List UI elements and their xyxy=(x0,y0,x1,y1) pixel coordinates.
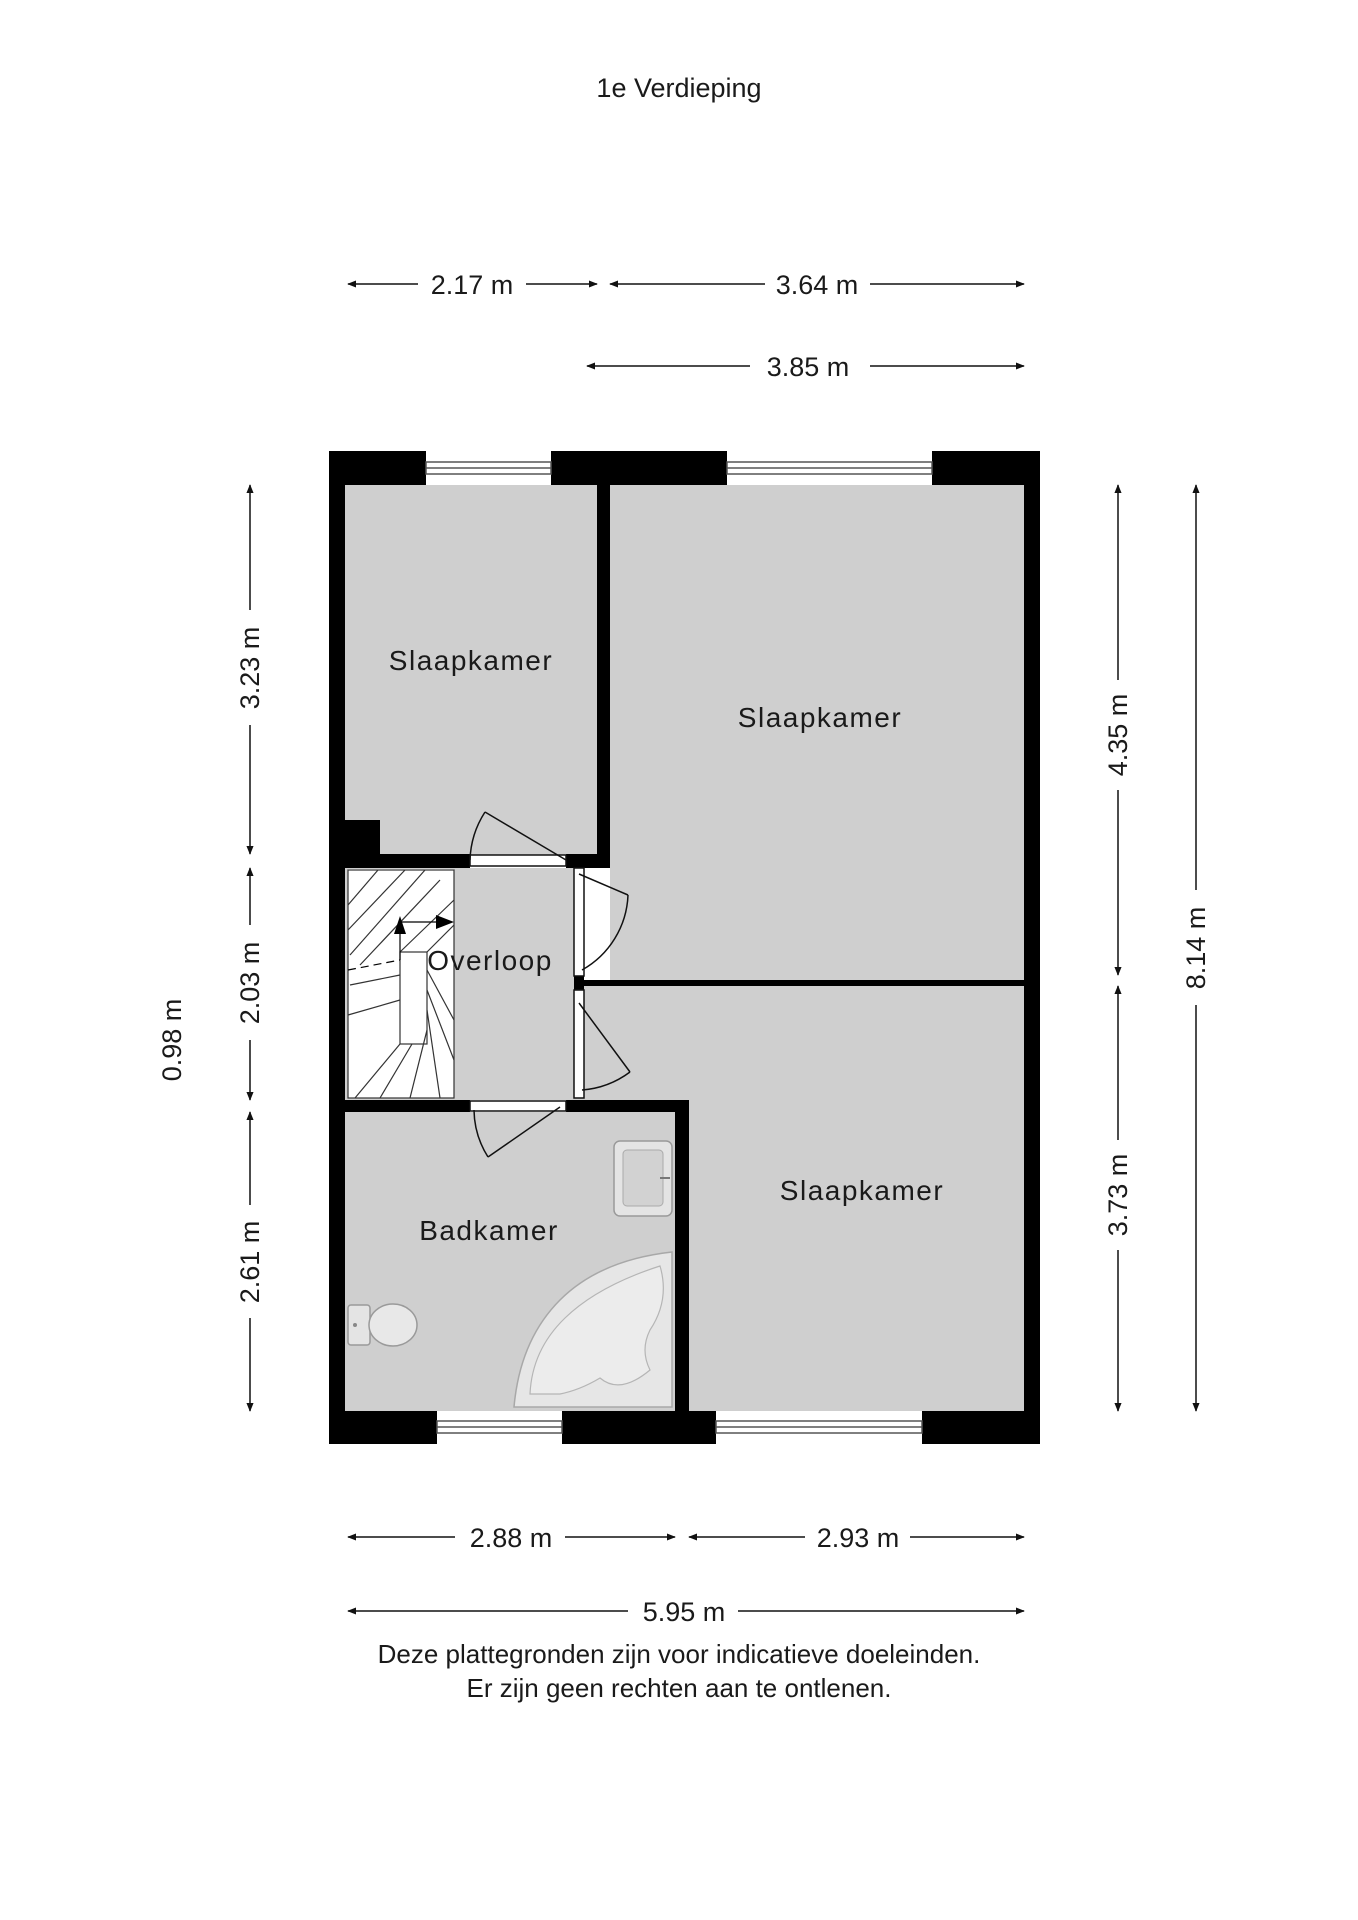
wall-bath-top-right xyxy=(566,1100,689,1112)
toilet-icon xyxy=(347,1303,418,1347)
dim-left-step: 0.98 m xyxy=(157,999,187,1082)
window-bottom-left xyxy=(436,1420,563,1434)
window-bottom-right xyxy=(715,1420,923,1434)
disclaimer-line-2: Er zijn geen rechten aan te ontlenen. xyxy=(466,1673,892,1703)
room-label-slaapkamer-top-left: Slaapkamer xyxy=(389,645,553,676)
wall-bottom-3 xyxy=(922,1411,1040,1444)
wall-bottom-1 xyxy=(329,1411,437,1444)
disclaimer: Deze plattegronden zijn voor indicatieve… xyxy=(0,1637,1358,1705)
dim-bottom-total-width: 5.95 m xyxy=(643,1597,726,1627)
floor-slaapkamer-top-right xyxy=(610,485,1024,980)
wall-top-1 xyxy=(329,451,426,485)
dim-left-middle-height: 2.03 m xyxy=(235,942,265,1025)
room-label-badkamer: Badkamer xyxy=(419,1215,559,1246)
stairs-arrowhead-top xyxy=(394,916,406,934)
stairs xyxy=(347,869,455,1099)
stairs-walk-line xyxy=(347,959,401,971)
door-slaapkamer-top-right xyxy=(573,867,629,977)
wall-corner-block xyxy=(345,820,380,857)
dim-bottom-right-width: 2.93 m xyxy=(817,1523,900,1553)
corner-bathtub-icon xyxy=(513,1251,673,1408)
window-top-right xyxy=(726,461,933,475)
dimension-labels: 2.17 m 3.64 m 3.85 m 2.88 m 2.93 m 5.95 … xyxy=(157,270,1211,1627)
windows xyxy=(425,461,933,1434)
dim-top-overall-right: 3.85 m xyxy=(767,352,850,382)
dim-top-right-width: 3.64 m xyxy=(776,270,859,300)
sink-icon xyxy=(613,1140,673,1217)
dim-top-left-width: 2.17 m xyxy=(431,270,514,300)
wall-divider-top-vertical xyxy=(597,485,610,868)
stairs-area xyxy=(348,869,454,1098)
doors xyxy=(469,811,631,1158)
floor-slaapkamer-top-left xyxy=(345,485,597,857)
walls xyxy=(329,451,1040,1444)
dim-left-upper-height: 3.23 m xyxy=(235,627,265,710)
wall-top-3 xyxy=(932,451,1040,485)
wall-left xyxy=(329,451,345,1444)
door-badkamer xyxy=(469,1100,567,1158)
wall-bottom-2 xyxy=(562,1411,716,1444)
door-slaapkamer-bottom-right xyxy=(573,989,631,1099)
wall-bath-right xyxy=(675,1100,689,1411)
disclaimer-line-1: Deze plattegronden zijn voor indicatieve… xyxy=(377,1639,981,1669)
dim-right-total-height: 8.14 m xyxy=(1181,907,1211,990)
wall-bedroom-bottom-right xyxy=(566,854,610,868)
dim-right-upper-height: 4.35 m xyxy=(1103,694,1133,777)
wall-bedroom-bottom-left xyxy=(345,854,470,868)
wall-bath-top-left xyxy=(345,1100,470,1112)
dim-bottom-left-width: 2.88 m xyxy=(470,1523,553,1553)
wall-bedrooms-divider xyxy=(580,980,1024,986)
room-label-slaapkamer-top-right: Slaapkamer xyxy=(738,702,902,733)
room-label-slaapkamer-bottom-right: Slaapkamer xyxy=(780,1175,944,1206)
wall-top-2 xyxy=(551,451,727,485)
door-slaapkamer-top-left xyxy=(469,811,567,867)
room-labels: Slaapkamer Slaapkamer Slaapkamer Overloo… xyxy=(389,645,944,1246)
dim-right-lower-height: 3.73 m xyxy=(1103,1154,1133,1237)
dim-left-lower-height: 2.61 m xyxy=(235,1221,265,1304)
window-top-left xyxy=(425,461,552,475)
wall-overloop-post xyxy=(574,976,584,990)
room-label-overloop: Overloop xyxy=(427,945,553,976)
dimension-lines xyxy=(246,280,1200,1615)
bathroom-fixtures xyxy=(347,1140,673,1408)
floor-title: 1e Verdieping xyxy=(596,73,762,103)
wall-right xyxy=(1024,451,1040,1444)
stairs-arrowhead-right xyxy=(436,915,454,929)
stairs-well xyxy=(399,951,428,1045)
